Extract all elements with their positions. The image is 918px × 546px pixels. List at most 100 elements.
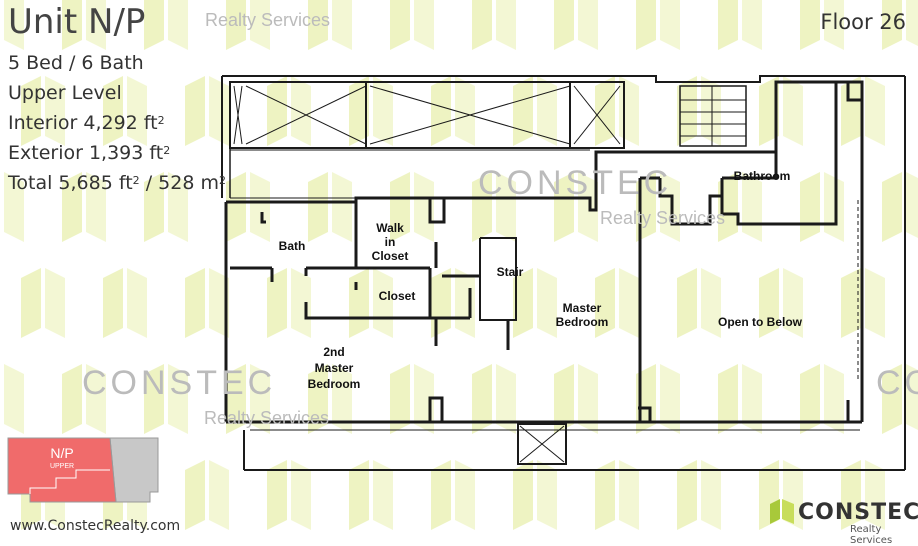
pattern-tile [267,76,287,146]
pattern-tile [86,172,106,242]
pattern-tile [537,76,557,146]
pattern-tile [677,268,697,338]
pattern-tile [701,268,721,338]
pattern-tile [660,0,680,50]
pattern-tile [824,364,844,434]
room-label-closet: Closet [379,289,416,303]
pattern-tile [882,0,902,50]
website-link[interactable]: www.ConstecRealty.com [10,518,181,534]
pattern-tile [209,76,229,146]
pattern-tile [578,0,598,50]
pattern-tile [742,364,762,434]
pattern-tile [636,0,656,50]
pattern-tile [431,268,451,338]
watermark-brand-mid: CONSTEC [478,164,672,202]
exterior-area-superscript: 2 [163,144,171,157]
pattern-tile [742,0,762,50]
interior-area-superscript: 2 [157,114,165,127]
pattern-tile [677,76,697,146]
pattern-tile [332,0,352,50]
pattern-tile [62,172,82,242]
pattern-tile [349,268,369,338]
pattern-tile [865,268,885,338]
pattern-tile [783,268,803,338]
pattern-tile [841,76,861,146]
pattern-tile [906,172,918,238]
room-labels: Bath Walk in Closet Closet Stair Master … [279,169,803,391]
pattern-tile [291,460,311,530]
pattern-tile [45,76,65,146]
pattern-tile [496,364,516,434]
pattern-tile [882,364,902,434]
floor-plan-walls [221,75,906,471]
watermark-brand-right: CONSTEC [876,364,918,402]
pattern-tile [431,460,451,530]
pattern-tile [308,172,328,242]
pattern-tile [431,76,451,146]
pattern-tile [250,0,270,50]
pattern-tile [185,460,205,530]
room-label-2nd-master-1: 2nd [323,345,344,359]
pattern-tile [824,172,844,242]
pattern-tile [168,364,188,434]
interior-area-text: Interior 4,292 ft [8,112,158,134]
watermark-sub-mid: Realty Services [600,208,725,228]
level-label: Upper Level [8,82,122,104]
room-label-open-below: Open to Below [718,315,803,329]
pattern-tile [759,76,779,146]
pattern-tile [472,0,492,50]
key-plan-label: N/P [50,445,73,461]
pattern-tile [127,268,147,338]
pattern-tile [800,0,820,50]
room-label-walk-in-3: Closet [372,249,409,263]
pattern-tile [390,172,410,242]
pattern-tile [86,0,106,50]
pattern-tile [144,172,164,242]
pattern-tile [906,0,918,46]
pattern-tile [373,268,393,338]
pattern-tile [291,76,311,146]
pattern-tile [168,172,188,242]
pattern-tile [595,460,615,530]
pattern-tile [554,0,574,50]
pattern-tile [660,364,680,434]
room-label-walk-in-2: in [385,235,396,249]
pattern-tile [267,268,287,338]
pattern-tile [250,364,270,434]
pattern-tile [906,364,918,430]
pattern-tile [472,172,492,242]
constec-logo-sub: Realty Services [850,524,893,546]
pattern-tile [718,364,738,434]
total-area: Total 5,685 ft2 / 528 m2 [8,168,226,198]
constec-logo-text: CONSTEC [798,500,918,525]
unit-title: Unit N/P [8,2,146,42]
pattern-tile [578,364,598,434]
constec-logo-icon [770,499,794,524]
pattern-tile [103,76,123,146]
pattern-tile [513,460,533,530]
pattern-tile [865,76,885,146]
pattern-tile [373,460,393,530]
pattern-tile [185,76,205,146]
room-label-bathroom: Bathroom [734,169,791,183]
pattern-tile [308,364,328,434]
beds-baths: 5 Bed / 6 Bath [8,52,144,74]
pattern-tile [373,76,393,146]
pattern-tile [209,268,229,338]
pattern-tile [619,268,639,338]
room-label-walk-in-1: Walk [376,221,404,235]
pattern-tile [537,268,557,338]
pattern-tile [824,0,844,50]
total-metric-superscript: 2 [218,174,226,187]
pattern-tile [103,268,123,338]
pattern-tile [619,460,639,530]
watermark-brand-low: CONSTEC [82,364,276,402]
exterior-area: Exterior 1,393 ft2 [8,138,170,168]
key-plan: N/P UPPER [7,437,159,503]
pattern-tile [537,460,557,530]
total-area-metric: / 528 m [139,172,219,194]
pattern-tile [349,460,369,530]
pattern-tile [455,460,475,530]
pattern-tile [800,172,820,242]
pattern-tile [455,76,475,146]
